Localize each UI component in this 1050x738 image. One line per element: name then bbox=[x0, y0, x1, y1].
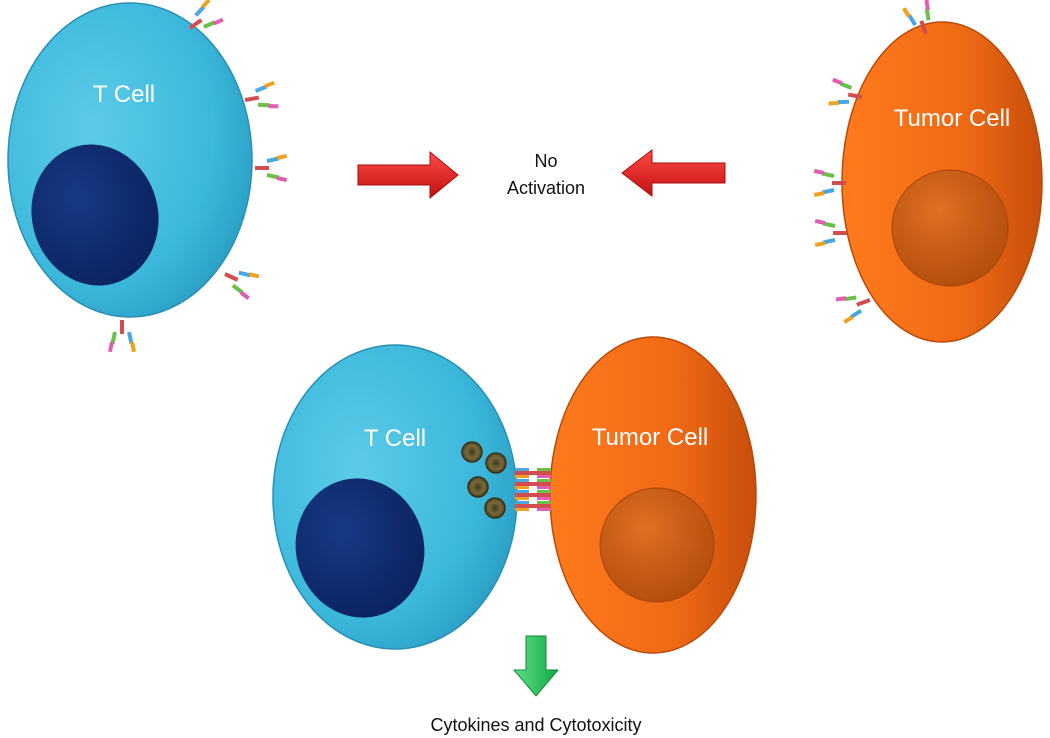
tumor-cell-top-nucleus bbox=[891, 169, 1009, 287]
t-cell-top-nucleus bbox=[31, 144, 159, 286]
t-cell-bottom-nucleus bbox=[295, 478, 425, 618]
no-activation-line2: Activation bbox=[507, 178, 585, 198]
cytotoxic-granule-icon bbox=[461, 441, 507, 519]
tumor-cell-bottom-label: Tumor Cell bbox=[592, 424, 708, 451]
red-arrow-icon bbox=[621, 148, 726, 198]
no-activation-line1: No bbox=[534, 151, 557, 171]
red-arrow-icon bbox=[357, 150, 459, 200]
t-cell-top-label: T Cell bbox=[93, 81, 155, 108]
t-cell-top: T Cell bbox=[7, 0, 288, 353]
tumor-cell-top: Tumor Cell bbox=[813, 0, 1043, 343]
t-cell-bottom: T Cell bbox=[272, 344, 518, 650]
t-cell-bottom-label: T Cell bbox=[364, 425, 426, 452]
green-down-arrow-icon bbox=[512, 635, 560, 697]
outcome-label: Cytokines and Cytotoxicity bbox=[430, 715, 641, 735]
tumor-cell-top-label: Tumor Cell bbox=[894, 105, 1010, 132]
bispecific-antibody-icon bbox=[515, 468, 551, 511]
tumor-cell-bottom: Tumor Cell bbox=[549, 336, 757, 654]
tumor-cell-bottom-nucleus bbox=[599, 487, 715, 603]
